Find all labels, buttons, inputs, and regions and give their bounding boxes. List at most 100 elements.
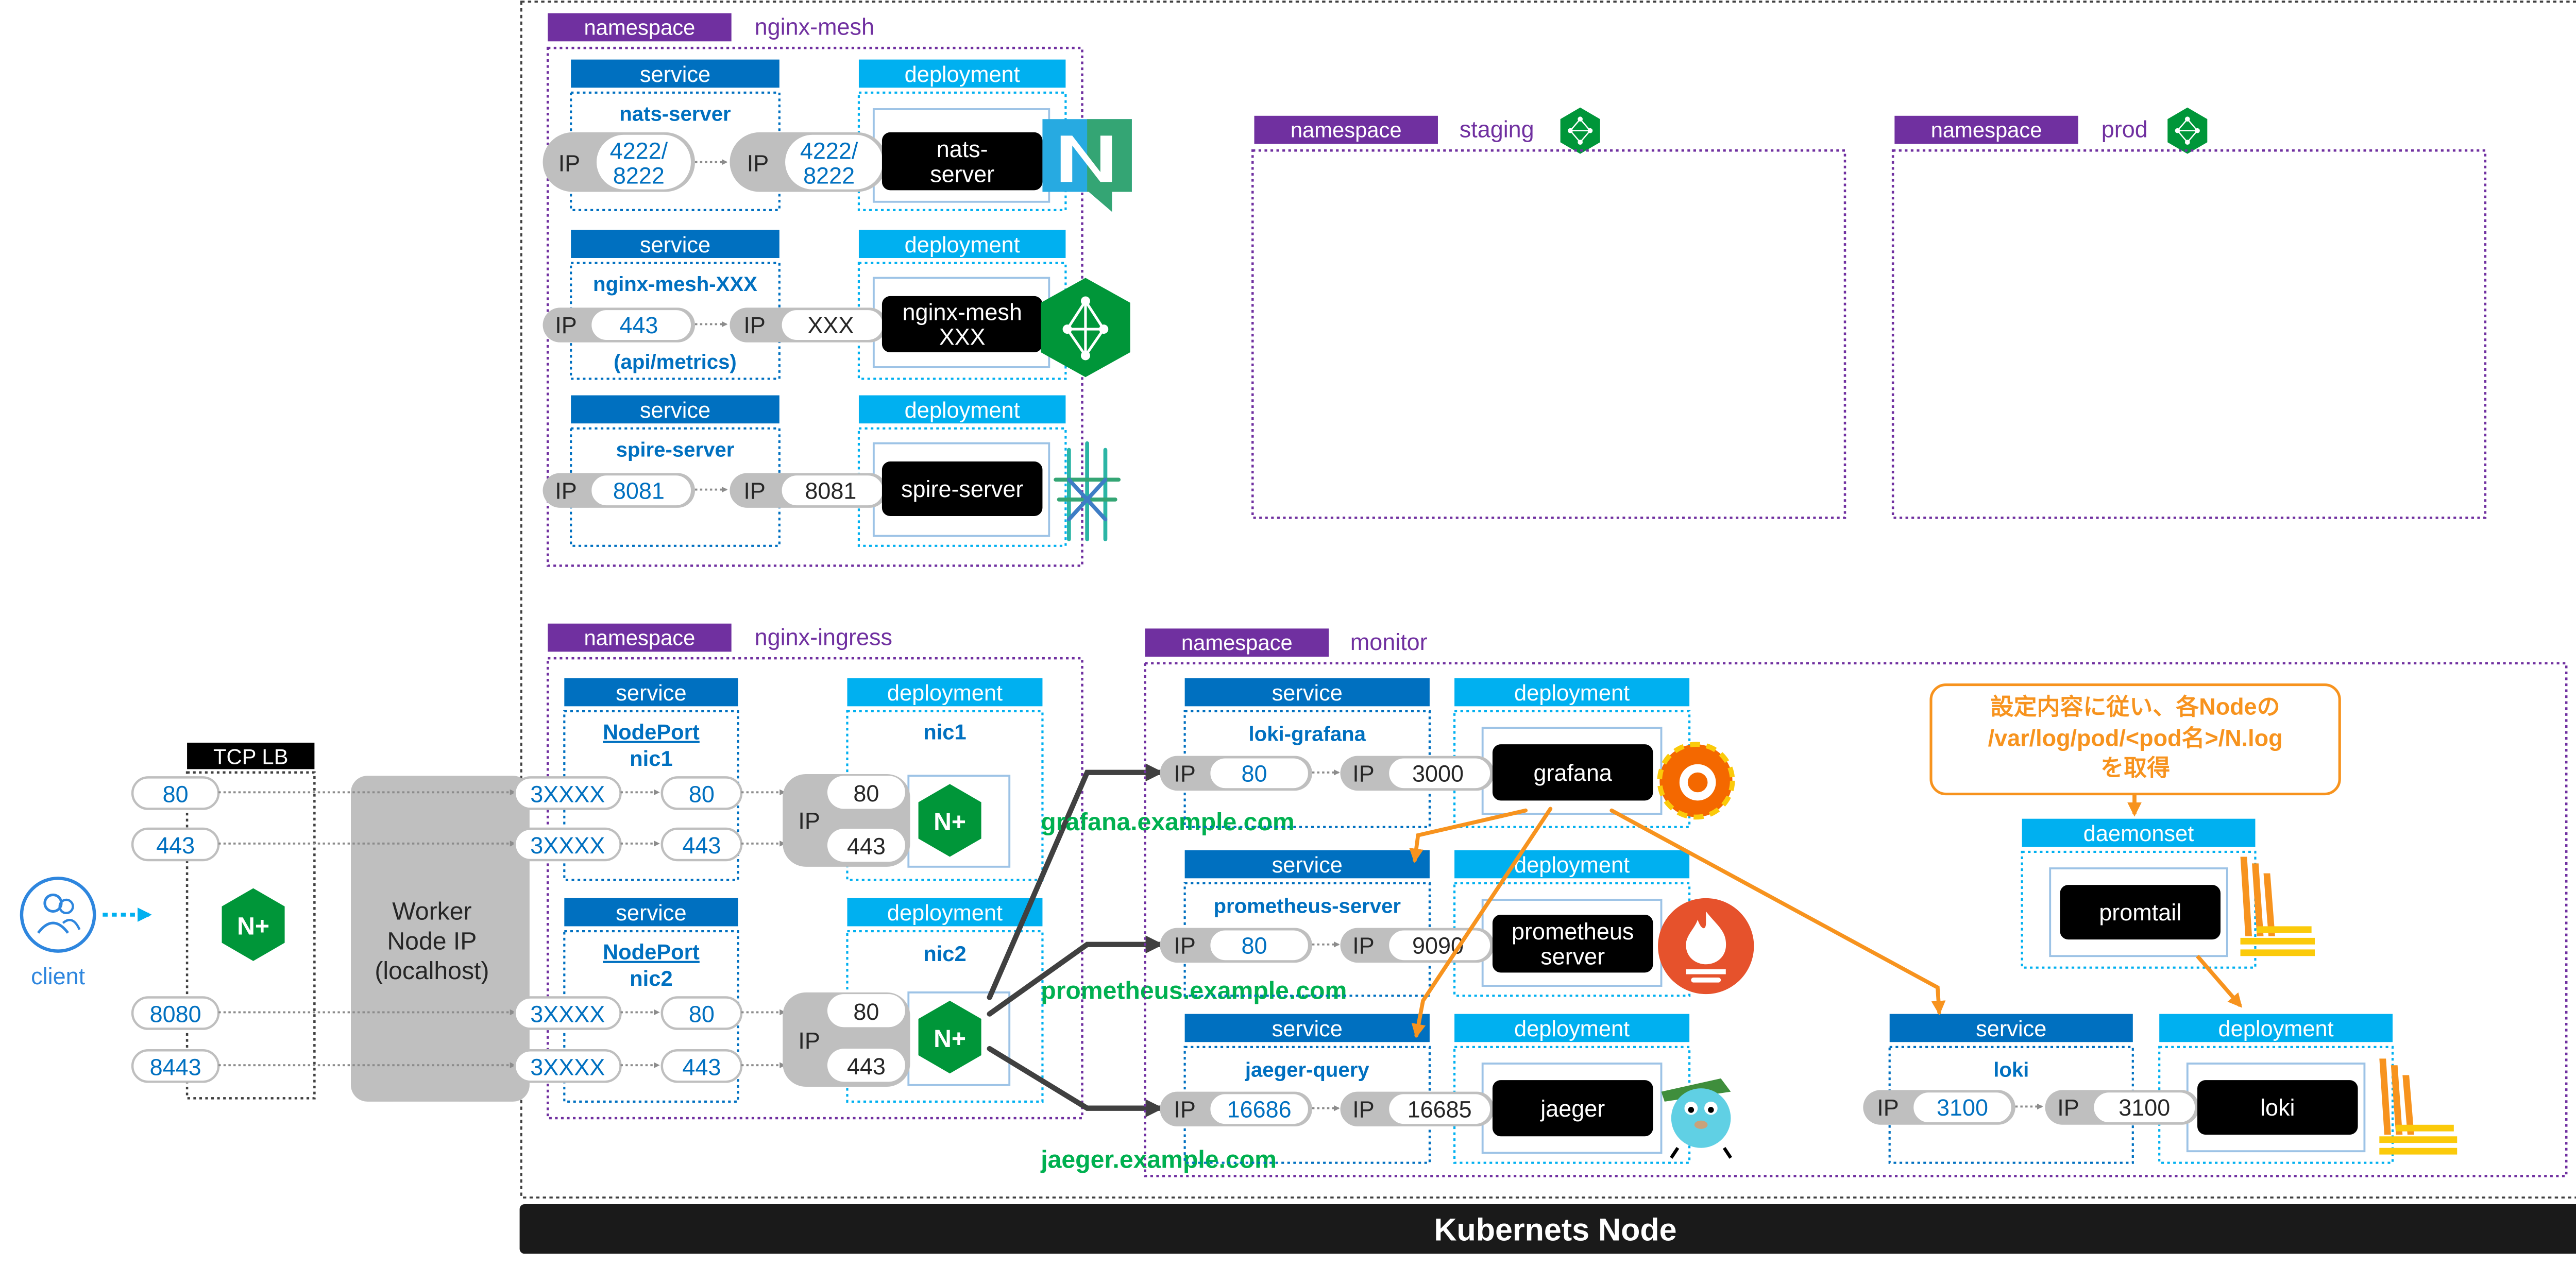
kubernetes-node-bar	[519, 1204, 2576, 1254]
pod-port: 9090	[1412, 932, 1464, 958]
nodeport-value: 3XXXX	[530, 832, 605, 859]
ingress-routes	[987, 763, 1164, 1118]
nginx-service-mesh-icon	[1041, 278, 1130, 378]
pod-port: 3100	[2119, 1094, 2170, 1121]
namespace-tag-label: namespace	[1181, 630, 1293, 655]
service-port: 4222/	[610, 138, 668, 164]
tcp-lb-tag	[187, 742, 315, 769]
service-tag-label: service	[640, 398, 710, 423]
spire-icon	[1054, 441, 1121, 541]
namespace-name-nginx-ingress: nginx-ingress	[755, 624, 892, 650]
promtail-to-loki-arrow	[2196, 954, 2243, 1008]
ip-label: IP	[558, 150, 580, 176]
worker-node-label: (localhost)	[375, 957, 489, 985]
nginx-plus-icon: N+	[918, 1000, 981, 1074]
service-name-loki-grafana: loki-grafana	[1249, 723, 1366, 746]
service-port: 16686	[1227, 1096, 1292, 1122]
service-port: 3100	[1937, 1094, 1988, 1121]
deployment-tag-label: deployment	[1514, 681, 1630, 706]
pod-port: 443	[847, 833, 886, 860]
ip-label: IP	[555, 477, 577, 504]
port-pill	[827, 776, 905, 809]
port-pill	[827, 828, 905, 862]
daemonset-tag-label: daemonset	[2083, 821, 2194, 846]
port-pill	[595, 133, 693, 191]
nginx-service-mesh-icon	[1560, 107, 1600, 154]
ip-label: IP	[2057, 1094, 2079, 1121]
deployment-tag	[858, 395, 1066, 424]
namespace-name-monitor: monitor	[1350, 629, 1428, 655]
port-pill	[590, 474, 693, 507]
pod-label: server	[930, 161, 994, 187]
nodeport-value: 3XXXX	[530, 1001, 605, 1028]
worker-node-box	[351, 776, 530, 1102]
host-jaeger: jaeger.example.com	[1040, 1145, 1277, 1173]
service-tag-label: service	[1272, 1017, 1343, 1041]
service-name-nic2: nic2	[630, 966, 673, 990]
svg-text:N+: N+	[934, 1025, 966, 1053]
pod-label: nats-	[937, 136, 988, 162]
ip-label: IP	[1352, 1096, 1374, 1122]
lb-port: 443	[156, 832, 195, 859]
port-pill	[827, 1049, 905, 1082]
namespace-tag-monitor	[1145, 628, 1329, 657]
pod-label: server	[1540, 943, 1605, 969]
deployment-tag-label: deployment	[905, 62, 1020, 87]
deployment-tag-label: deployment	[1514, 853, 1630, 878]
person-icon	[20, 877, 96, 953]
pod-label: promtail	[2099, 899, 2181, 926]
service-tag-label: service	[1976, 1017, 2046, 1041]
service-tag	[571, 59, 779, 88]
pod-port: 16685	[1408, 1096, 1472, 1122]
pod-label: grafana	[1533, 760, 1612, 786]
namespace-tag-label: namespace	[584, 15, 696, 39]
ip-label: IP	[798, 1028, 820, 1054]
kubernetes-node-boundary	[520, 1, 2576, 1199]
service-name-prometheus: prometheus-server	[1214, 895, 1401, 918]
service-port: 443	[619, 312, 658, 338]
lb-port: 8080	[150, 1001, 201, 1028]
worker-node-label: Worker	[392, 898, 471, 926]
nginx-plus-icon: N+	[222, 888, 285, 961]
port-pill	[827, 994, 905, 1028]
namespace-tag-nginx-ingress	[548, 623, 732, 652]
service-name-nginx-mesh: nginx-mesh-XXX	[593, 272, 757, 296]
grafana-to-jaeger	[1411, 807, 1553, 1038]
namespace-box-staging	[1251, 149, 1846, 519]
loki-icon	[2379, 1058, 2458, 1155]
route-prometheus	[987, 935, 1164, 1017]
svg-text:N+: N+	[934, 808, 966, 836]
service-box-spire	[570, 427, 781, 547]
service-name-loki: loki	[1993, 1058, 2029, 1082]
port-pill	[1912, 1090, 2013, 1124]
service-tag-label: service	[616, 681, 686, 706]
deployment-tag	[1454, 850, 1690, 879]
worker-node-label: Node IP	[387, 927, 477, 955]
port-pill	[1387, 1092, 1492, 1126]
deployment-box-nic2	[846, 930, 1044, 1103]
deployment-tag-label: deployment	[1514, 1017, 1630, 1041]
service-tag-label: service	[616, 901, 686, 926]
pod-spire-server	[882, 461, 1043, 516]
pod-grafana	[1492, 744, 1653, 801]
pod-label: loki	[2260, 1094, 2295, 1121]
grafana-datasource-arrows	[1409, 807, 1946, 1038]
service-type-nodeport: NodePort	[603, 940, 700, 964]
service-tag	[1184, 1014, 1430, 1042]
pod-nginx-mesh	[882, 296, 1043, 353]
service-type-nodeport: NodePort	[603, 720, 700, 744]
service-port: 80	[689, 781, 715, 808]
port-pill	[2092, 1090, 2197, 1124]
pod-label: spire-server	[901, 476, 1023, 502]
deployment-name-nic2: nic2	[923, 941, 967, 966]
service-tag	[1184, 678, 1430, 707]
namespace-box-prod	[1891, 149, 2487, 519]
port-pill	[1387, 757, 1492, 790]
service-port: 443	[682, 1054, 721, 1080]
daemonset-box-promtail	[2021, 850, 2257, 969]
pod-label: XXX	[939, 324, 986, 350]
pod-port: 443	[847, 1053, 886, 1080]
deployment-tag-label: deployment	[887, 681, 1003, 706]
pod-port: 80	[853, 999, 879, 1025]
